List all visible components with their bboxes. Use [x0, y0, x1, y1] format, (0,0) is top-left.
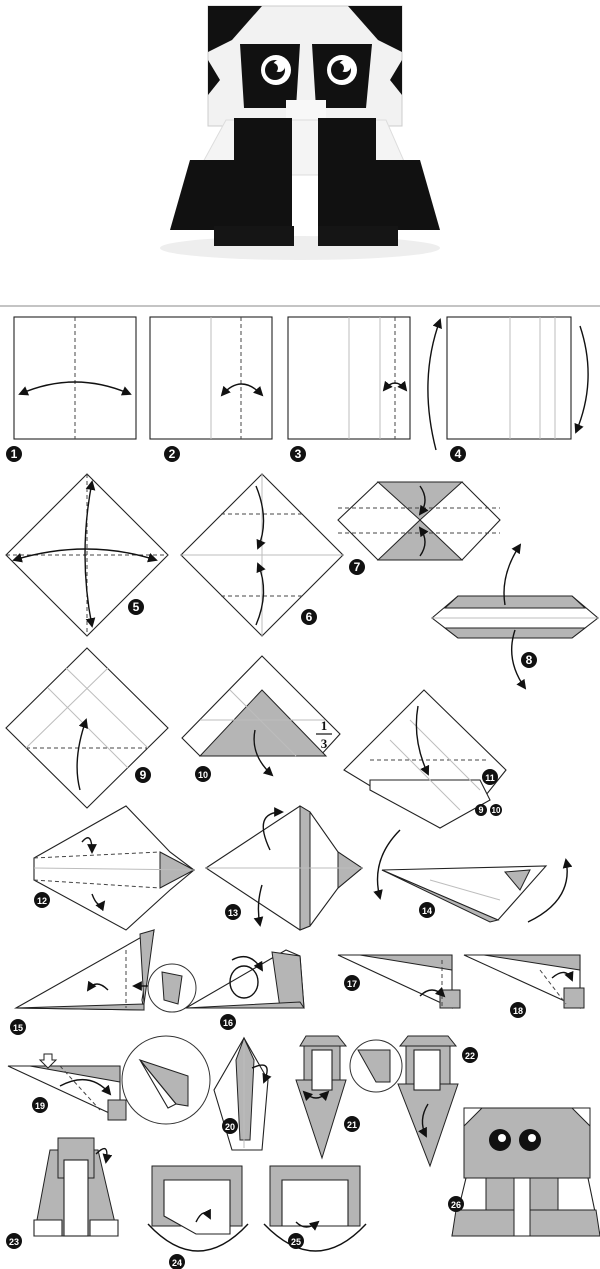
repeat-ref-a-label: 9 [478, 805, 483, 815]
step-badge: 4 [450, 446, 466, 462]
step-badge: 10 [195, 766, 211, 782]
step-badge: 23 [6, 1233, 22, 1249]
step-22-diagram [397, 1035, 459, 1168]
step-badge: 19 [32, 1097, 48, 1113]
repeat-ref-b-label: 10 [492, 806, 501, 815]
step-13-diagram [205, 805, 363, 931]
step-number: 16 [223, 1018, 233, 1028]
finished-panda-photo [160, 5, 440, 260]
step-badge: 11 [482, 769, 498, 785]
step-badge: 21 [344, 1116, 360, 1132]
left-ear [208, 6, 262, 52]
step-20-diagram [213, 1036, 272, 1151]
step-23-diagram [33, 1137, 119, 1237]
step-number: 20 [225, 1122, 235, 1132]
step-number: 17 [347, 979, 357, 989]
step-number: 24 [172, 1258, 182, 1268]
step-14-diagram [373, 829, 573, 923]
repeat-ref-a: 9 [475, 804, 487, 816]
step-9-diagram [5, 647, 169, 809]
step-number: 23 [9, 1237, 19, 1247]
step-number: 13 [228, 908, 238, 918]
step-1-diagram [13, 316, 137, 440]
step-17-diagram [337, 954, 461, 1009]
step-badge: 5 [128, 599, 144, 615]
fraction-one-third: 1 3 [316, 718, 332, 751]
step-number: 22 [465, 1051, 475, 1061]
step-26-diagram [451, 1107, 600, 1237]
step-badge: 13 [225, 904, 241, 920]
repeat-ref-b: 10 [490, 804, 502, 816]
step-4-diagram [427, 316, 589, 451]
step-badge: 17 [344, 975, 360, 991]
step-badge: 20 [222, 1118, 238, 1134]
step-2-diagram [149, 316, 273, 440]
step-number: 5 [133, 600, 140, 614]
left-leg [234, 118, 292, 238]
step-number: 11 [485, 773, 495, 783]
step-number: 14 [422, 906, 432, 916]
step-badge: 14 [419, 902, 435, 918]
step-10-diagram [181, 655, 341, 777]
step-badge: 8 [521, 652, 537, 668]
step-21-diagram [295, 1035, 348, 1160]
step-number: 19 [35, 1101, 45, 1111]
step-number: 6 [306, 610, 313, 624]
step-number: 18 [513, 1006, 523, 1016]
step-3-diagram [287, 316, 411, 440]
step-badge: 26 [448, 1196, 464, 1212]
step-16-diagram [183, 949, 305, 1009]
step-number: 1 [11, 447, 18, 461]
step-badge: 3 [290, 446, 306, 462]
step-number: 8 [526, 653, 533, 667]
step-number: 21 [347, 1120, 357, 1130]
step-18-diagram [463, 954, 585, 1009]
step-7-diagram [337, 481, 501, 561]
step-11-diagram [343, 689, 507, 829]
step-number: 4 [455, 447, 462, 461]
step-number: 25 [291, 1237, 301, 1247]
step-number: 9 [140, 768, 147, 782]
step-8-diagram [431, 543, 599, 690]
step-badge: 1 [6, 446, 22, 462]
step-number: 12 [37, 896, 47, 906]
step-badge: 18 [510, 1002, 526, 1018]
step-badge: 25 [288, 1233, 304, 1249]
step-badge: 16 [220, 1014, 236, 1030]
step-badge: 6 [301, 609, 317, 625]
step-badge: 24 [169, 1254, 185, 1269]
step-badge: 12 [34, 892, 50, 908]
step-number: 10 [198, 770, 208, 780]
left-foot [170, 160, 234, 230]
step-6-diagram [180, 473, 344, 637]
step-badge: 2 [164, 446, 180, 462]
step-24-diagram [147, 1165, 249, 1252]
step-5-diagram [5, 473, 169, 637]
step-number: 15 [13, 1023, 23, 1033]
step-19-diagram [7, 1053, 127, 1121]
step-15-diagram [13, 928, 155, 1011]
fraction-denominator: 3 [321, 736, 328, 751]
right-ear [348, 6, 402, 52]
step-22-zoom [349, 1039, 403, 1093]
step-badge: 9 [135, 767, 151, 783]
step-19-zoom [121, 1035, 211, 1125]
step-number: 26 [451, 1200, 461, 1210]
step-number: 7 [354, 560, 361, 574]
step-badge: 7 [349, 559, 365, 575]
step-12-diagram [33, 805, 196, 931]
step-25-diagram [263, 1165, 367, 1252]
step-15-zoom [147, 963, 197, 1013]
step-badge: 22 [462, 1047, 478, 1063]
step-number: 2 [169, 447, 176, 461]
step-number: 3 [295, 447, 302, 461]
right-leg [318, 118, 376, 238]
fraction-numerator: 1 [321, 718, 328, 733]
step-badge: 15 [10, 1019, 26, 1035]
right-foot [376, 160, 440, 230]
